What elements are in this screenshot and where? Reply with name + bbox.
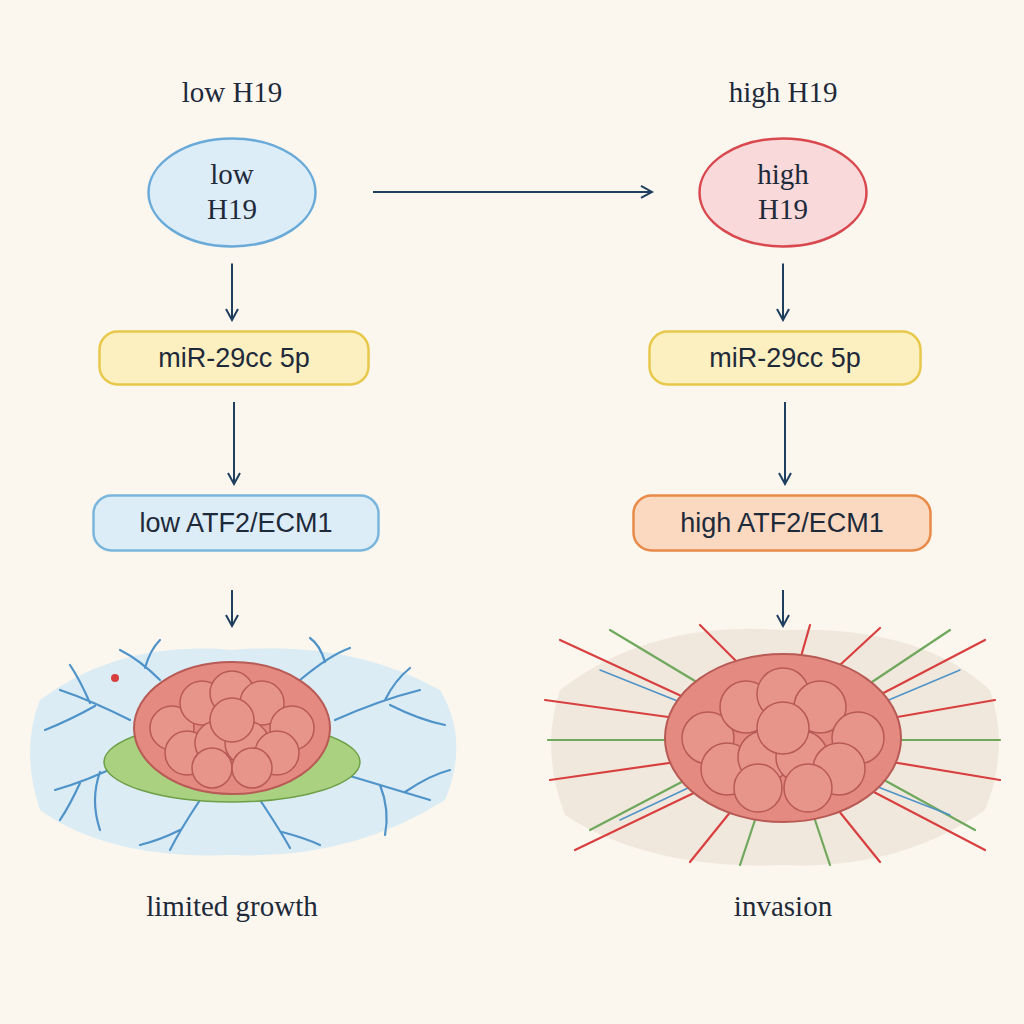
node-text: miR-29cc 5p: [709, 342, 861, 374]
node-outline: [147, 137, 317, 248]
node-text: low ATF2/ECM1: [139, 507, 332, 539]
node-text: miR-29cc 5p: [158, 342, 310, 374]
node-text: high ATF2/ECM1: [680, 507, 884, 539]
node-text: low H19: [187, 157, 277, 227]
mirna-box: miR-29cc 5p: [98, 330, 370, 386]
pathway-arrow: [373, 191, 652, 193]
outcome-label: limited growth: [146, 890, 318, 923]
target-box: high ATF2/ECM1: [632, 494, 932, 552]
limited-tumor: [30, 638, 456, 855]
outcome-label: invasion: [734, 890, 832, 923]
pathway-arrow: [782, 263, 784, 320]
down-arrow: [231, 590, 233, 626]
gene-ellipse: high H19: [698, 137, 868, 248]
target-box: low ATF2/ECM1: [92, 494, 380, 552]
pathway-arrow: [784, 402, 786, 484]
column-heading: high H19: [729, 76, 838, 109]
pathway-arrow: [231, 263, 233, 320]
pathway-arrow: [233, 402, 235, 484]
mirna-box: miR-29cc 5p: [648, 330, 922, 386]
gene-ellipse: low H19: [147, 137, 317, 248]
node-outline: [698, 137, 868, 248]
down-arrow: [782, 590, 784, 626]
node-text: high H19: [738, 157, 828, 227]
invasive-tumor: [545, 625, 1000, 865]
column-heading: low H19: [182, 76, 283, 109]
